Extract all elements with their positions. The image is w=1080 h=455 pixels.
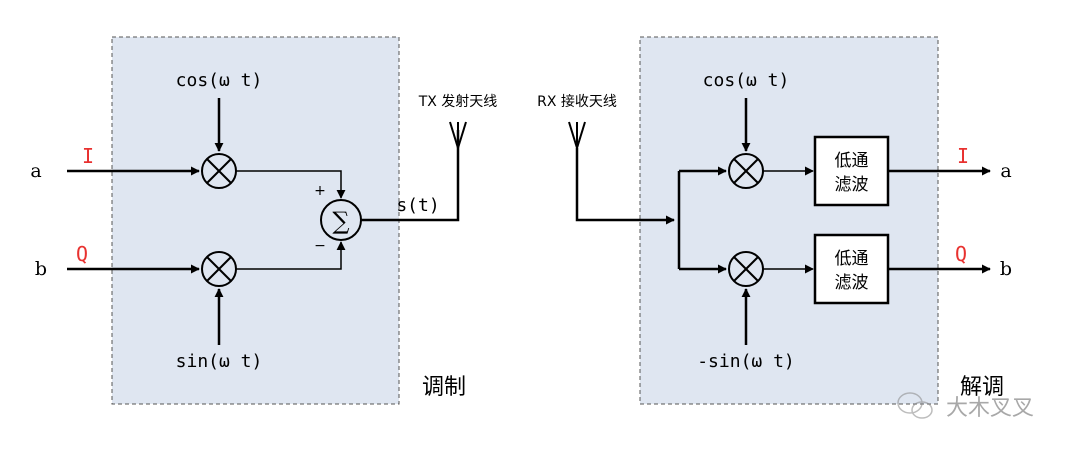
mod-carrier-bottom-label: sin(ω t) [176, 351, 263, 372]
lpf-bottom-box [813, 233, 890, 305]
modulator-title: 调制 [422, 375, 466, 400]
modulator-panel [111, 36, 400, 405]
sum-symbol: ∑ [332, 207, 349, 235]
output-b-label: b [1000, 258, 1012, 280]
mod-carrier-top-label: cos(ω t) [176, 70, 263, 91]
lpf-bottom-line1: 低通 [835, 249, 869, 269]
mod-branch-i-label: I [82, 144, 94, 168]
demod-branch-q-label: Q [955, 242, 967, 266]
demodulator-panel [639, 36, 939, 405]
lpf-top-box [813, 135, 890, 207]
demodulator-title: 解调 [960, 375, 1004, 400]
demod-carrier-top-label: cos(ω t) [703, 70, 790, 91]
demod-carrier-bottom-label: -sin(ω t) [697, 351, 795, 372]
rx-antenna-label: RX 接收天线 [537, 93, 617, 110]
input-b-label: b [35, 258, 47, 280]
wechat-logo-icon [897, 392, 933, 419]
rx-feed-line [575, 148, 675, 225]
lpf-bottom-line2: 滤波 [835, 273, 869, 293]
minus-sign: − [314, 238, 326, 254]
mixer-i-to-sum-line [236, 170, 346, 199]
plus-sign: + [314, 183, 326, 199]
tx-antenna-label: TX 发射天线 [418, 94, 498, 110]
tx-antenna-icon [449, 121, 467, 149]
input-a-label: a [30, 160, 41, 182]
rx-antenna-icon [568, 121, 586, 149]
demod-branch-i-label: I [957, 144, 969, 168]
mod-branch-q-label: Q [76, 242, 88, 266]
watermark-text: 大木叉叉 [946, 396, 1034, 421]
mixer-q-to-sum-line [236, 241, 346, 270]
lpf-top-line2: 滤波 [835, 175, 869, 195]
lpf-top-line1: 低通 [835, 151, 869, 171]
s-t-label: s(t) [396, 195, 439, 216]
s-t-line [361, 130, 460, 222]
output-a-label: a [1000, 160, 1011, 182]
